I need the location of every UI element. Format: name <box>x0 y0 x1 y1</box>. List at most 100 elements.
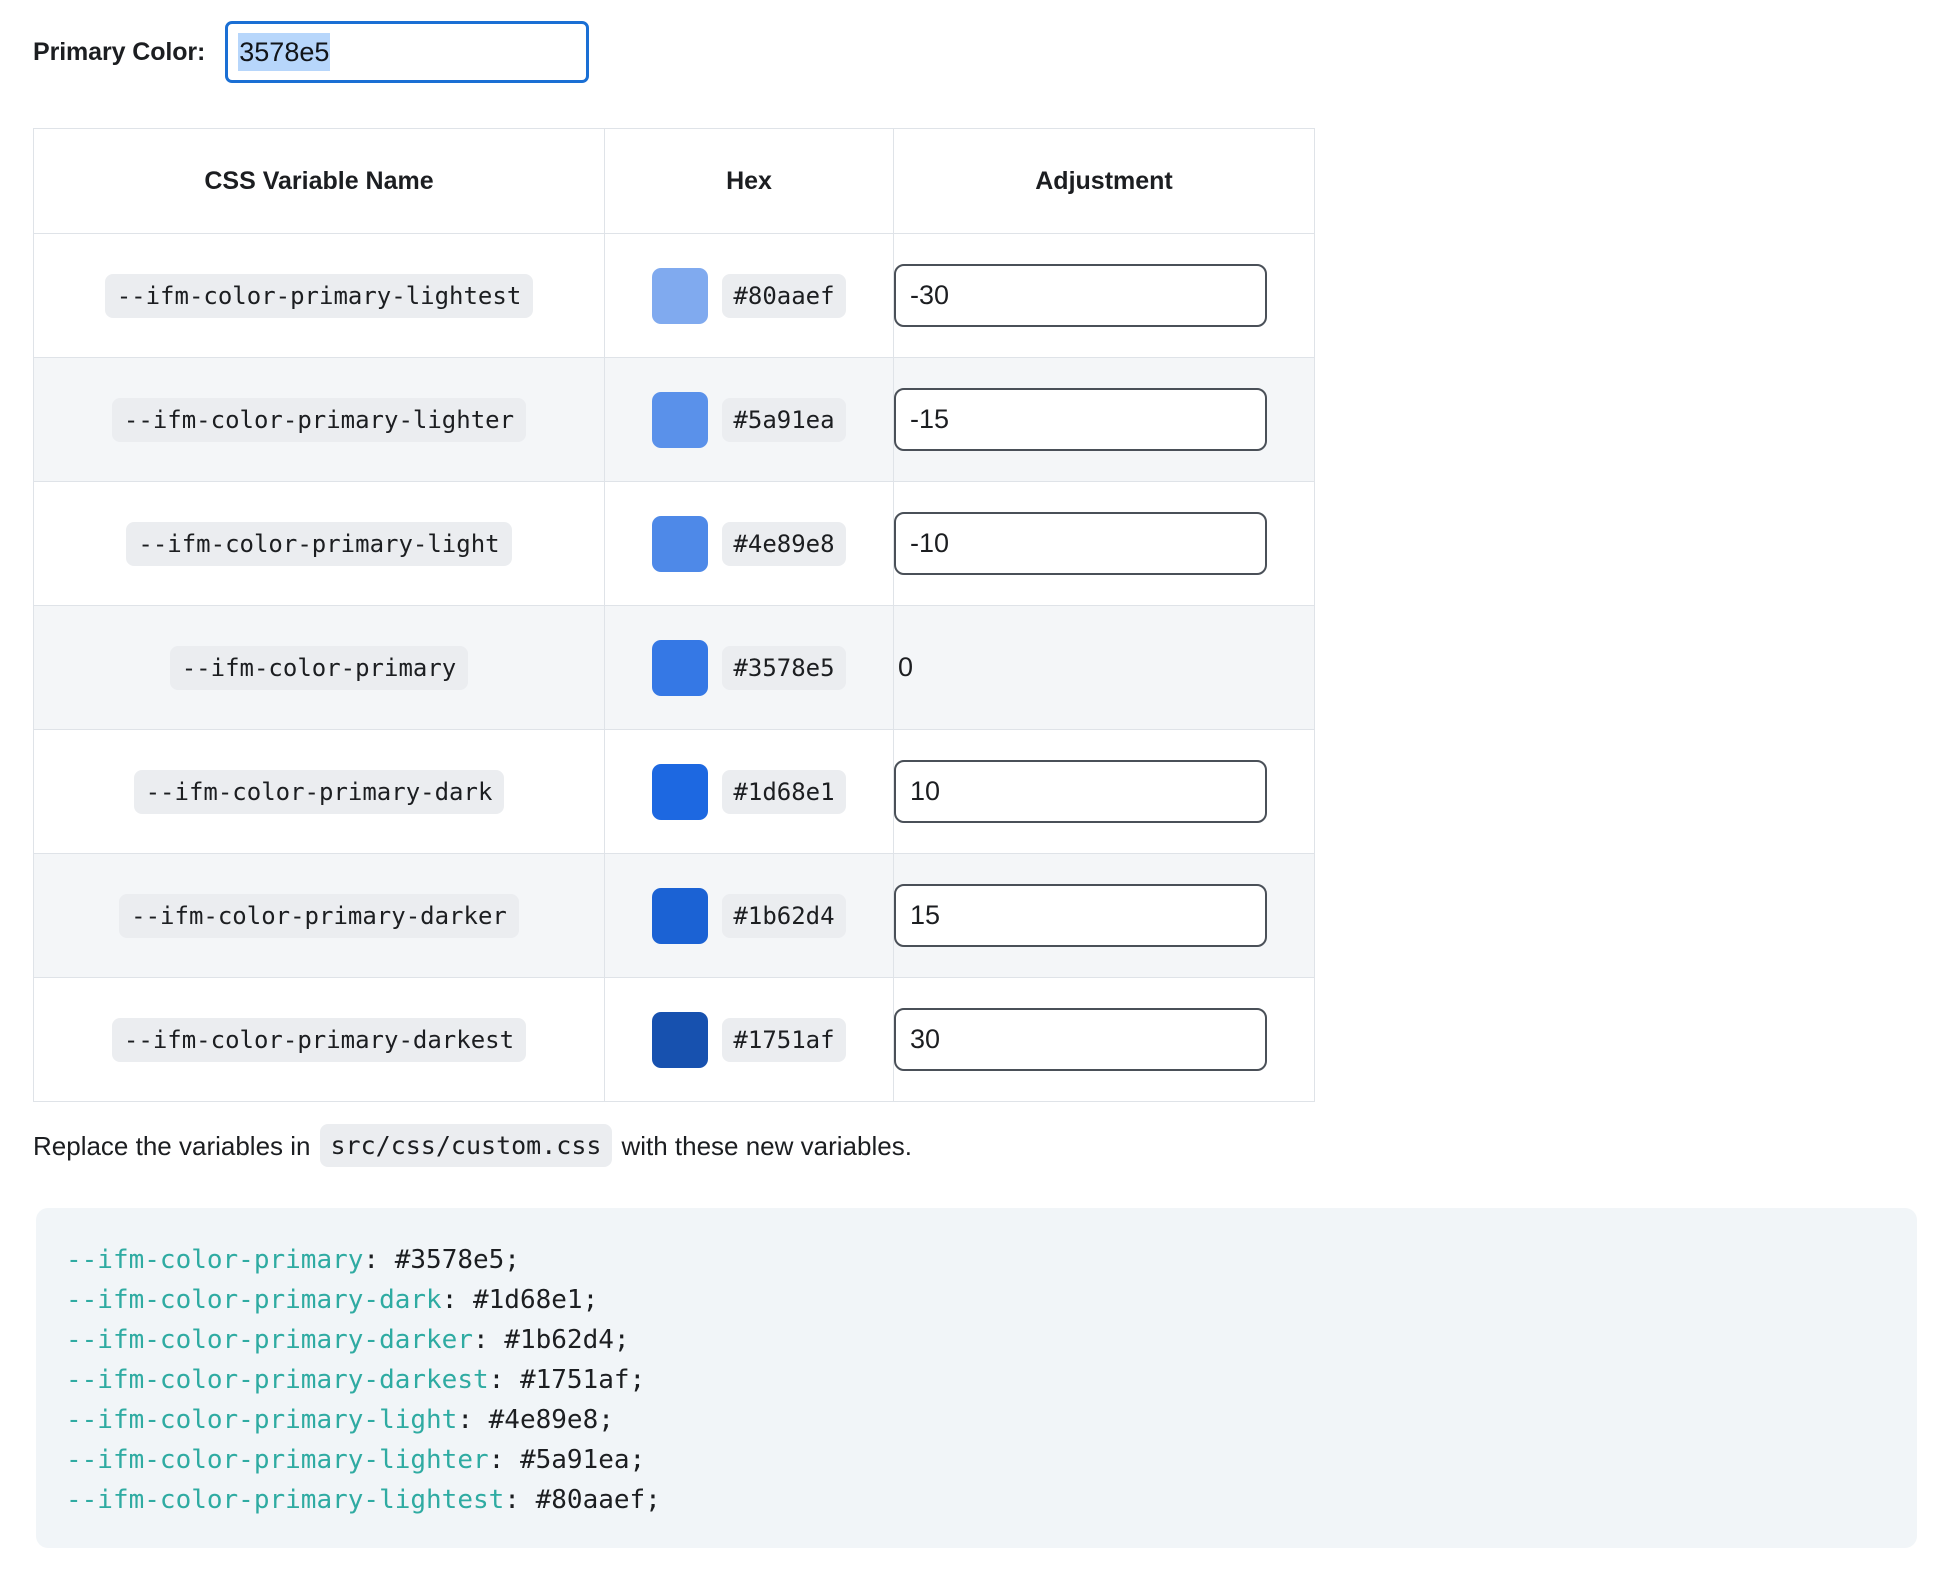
cell-variable-name: --ifm-color-primary-light <box>33 481 605 606</box>
table-body: --ifm-color-primary-lightest#80aaef--ifm… <box>33 233 1315 1102</box>
hex-cell-content: #1b62d4 <box>605 854 893 977</box>
table-row: --ifm-color-primary-lighter #5a91ea <box>33 357 1315 482</box>
header-adjustment: Adjustment <box>893 128 1315 234</box>
color-swatch <box>652 267 709 324</box>
replace-prefix: Replace the variables in <box>33 1130 311 1161</box>
code-variable-token: --ifm-color-primary-darkest <box>66 1365 489 1395</box>
code-variable-token: --ifm-color-primary-lightest <box>66 1485 505 1515</box>
table-row: --ifm-color-primary-darkest #1751af <box>33 977 1315 1102</box>
cell-adjustment <box>893 853 1315 978</box>
cell-hex: #1751af <box>604 977 894 1102</box>
table-row: --ifm-color-primary-darker #1b62d4 <box>33 853 1315 978</box>
variable-name-chip: --ifm-color-primary <box>169 645 469 690</box>
cell-adjustment: 0 <box>893 605 1315 730</box>
color-swatch <box>652 639 709 696</box>
code-value-token: : #1d68e1; <box>441 1285 599 1315</box>
code-line: --ifm-color-primary-darkest: #1751af; <box>66 1360 1917 1400</box>
hex-cell-content: #80aaef <box>605 234 893 357</box>
hex-value-chip: #1d68e1 <box>722 769 846 814</box>
code-variable-token: --ifm-color-primary-lighter <box>66 1445 489 1475</box>
hex-cell-content: #1751af <box>605 978 893 1101</box>
cell-adjustment <box>893 481 1315 606</box>
replace-suffix: with these new variables. <box>621 1130 912 1161</box>
hex-value-chip: #3578e5 <box>722 645 846 690</box>
cell-variable-name: --ifm-color-primary-dark <box>33 729 605 854</box>
hex-value-chip: #4e89e8 <box>722 521 846 566</box>
code-value-token: : #4e89e8; <box>457 1405 614 1435</box>
color-swatch <box>652 763 709 820</box>
cell-hex: #1b62d4 <box>604 853 894 978</box>
table-row: --ifm-color-primary-lightest #80aaef <box>33 233 1315 358</box>
variable-name-chip: --ifm-color-primary-lighter <box>111 397 527 442</box>
variable-name-chip: --ifm-color-primary-dark <box>133 769 505 814</box>
hex-value-chip: #1b62d4 <box>722 893 846 938</box>
color-swatch <box>652 515 709 572</box>
cell-hex: #4e89e8 <box>604 481 894 606</box>
code-line: --ifm-color-primary: #3578e5; <box>66 1240 1917 1280</box>
cell-adjustment <box>893 729 1315 854</box>
hex-cell-content: #5a91ea <box>605 358 893 481</box>
hex-cell-content: #3578e5 <box>605 606 893 729</box>
color-swatch <box>652 391 709 448</box>
cell-adjustment <box>893 233 1315 358</box>
code-line: --ifm-color-primary-lightest: #80aaef; <box>66 1480 1917 1520</box>
code-variable-token: --ifm-color-primary-light <box>66 1405 458 1435</box>
variable-name-chip: --ifm-color-primary-darker <box>119 893 519 938</box>
primary-color-input[interactable] <box>225 21 590 83</box>
code-variable-token: --ifm-color-primary-dark <box>66 1285 442 1315</box>
cell-hex: #5a91ea <box>604 357 894 482</box>
table-row: --ifm-color-primary-dark #1d68e1 <box>33 729 1315 854</box>
variable-name-chip: --ifm-color-primary-lightest <box>104 273 534 318</box>
generated-css-code-block: --ifm-color-primary: #3578e5;--ifm-color… <box>36 1208 1917 1548</box>
hex-value-chip: #1751af <box>722 1017 846 1062</box>
code-value-token: : #5a91ea; <box>488 1445 646 1475</box>
primary-color-row: Primary Color: 3578e5 <box>0 0 1948 86</box>
color-swatch <box>652 1011 709 1068</box>
adjustment-input[interactable] <box>894 1008 1267 1071</box>
variable-name-chip: --ifm-color-primary-darkest <box>111 1017 527 1062</box>
hex-value-chip: #5a91ea <box>722 397 846 442</box>
code-line: --ifm-color-primary-darker: #1b62d4; <box>66 1320 1917 1360</box>
adjustment-input[interactable] <box>894 264 1267 327</box>
header-hex: Hex <box>604 128 894 234</box>
table-row: --ifm-color-primary #3578e5 0 <box>33 605 1315 730</box>
adjustment-static-value: 0 <box>898 652 914 682</box>
code-line: --ifm-color-primary-dark: #1d68e1; <box>66 1280 1917 1320</box>
header-css-variable-name: CSS Variable Name <box>33 128 605 234</box>
cell-adjustment <box>893 977 1315 1102</box>
table-header-row: CSS Variable Name Hex Adjustment <box>33 128 1315 234</box>
cell-variable-name: --ifm-color-primary-lightest <box>33 233 605 358</box>
hex-value-chip: #80aaef <box>722 273 846 318</box>
adjustment-input[interactable] <box>894 760 1267 823</box>
custom-css-path-chip: src/css/custom.css <box>319 1124 613 1167</box>
code-line: --ifm-color-primary-lighter: #5a91ea; <box>66 1440 1917 1480</box>
table-head: CSS Variable Name Hex Adjustment <box>33 128 1315 234</box>
cell-variable-name: --ifm-color-primary-darkest <box>33 977 605 1102</box>
code-value-token: : #3578e5; <box>363 1245 520 1275</box>
code-variable-token: --ifm-color-primary-darker <box>66 1325 473 1355</box>
replace-instruction: Replace the variables in src/css/custom.… <box>33 1124 912 1167</box>
adjustment-input[interactable] <box>894 884 1267 947</box>
css-variables-table: CSS Variable Name Hex Adjustment --ifm-c… <box>33 128 1315 1102</box>
cell-variable-name: --ifm-color-primary <box>33 605 605 730</box>
adjustment-input[interactable] <box>894 388 1267 451</box>
code-value-token: : #1751af; <box>488 1365 646 1395</box>
hex-cell-content: #4e89e8 <box>605 482 893 605</box>
primary-color-label: Primary Color: <box>33 37 206 66</box>
code-value-token: : #1b62d4; <box>473 1325 630 1355</box>
cell-adjustment <box>893 357 1315 482</box>
primary-color-input-wrap[interactable]: 3578e5 <box>225 21 590 83</box>
hex-cell-content: #1d68e1 <box>605 730 893 853</box>
code-line: --ifm-color-primary-light: #4e89e8; <box>66 1400 1917 1440</box>
adjustment-input[interactable] <box>894 512 1267 575</box>
color-swatch <box>652 887 709 944</box>
cell-hex: #1d68e1 <box>604 729 894 854</box>
code-value-token: : #80aaef; <box>504 1485 661 1515</box>
code-variable-token: --ifm-color-primary <box>66 1245 364 1275</box>
cell-variable-name: --ifm-color-primary-lighter <box>33 357 605 482</box>
cell-variable-name: --ifm-color-primary-darker <box>33 853 605 978</box>
cell-hex: #80aaef <box>604 233 894 358</box>
variable-name-chip: --ifm-color-primary-light <box>126 521 512 566</box>
table-row: --ifm-color-primary-light #4e89e8 <box>33 481 1315 606</box>
